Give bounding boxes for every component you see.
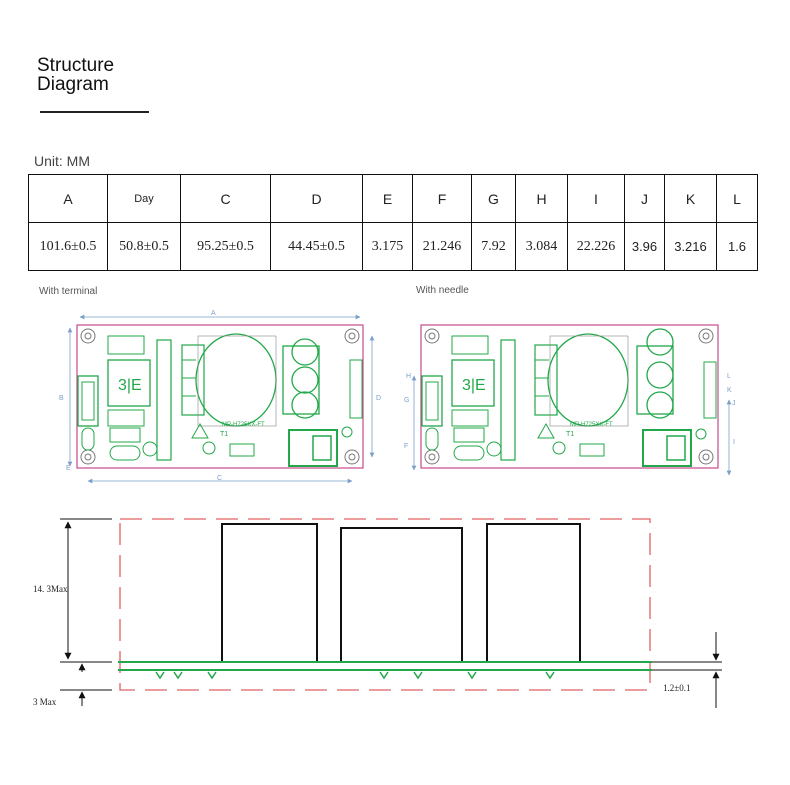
mount-hole (698, 449, 714, 465)
dim-label-b: B (59, 395, 64, 402)
component-block (486, 523, 581, 663)
title-underline (40, 111, 149, 113)
unit-label: Unit: MM (34, 153, 90, 169)
heatsink (500, 339, 516, 461)
board-outline (76, 324, 364, 469)
fuse (81, 427, 95, 451)
dim-label-g: G (404, 397, 409, 404)
output-capacitor (646, 328, 674, 356)
common-mode-choke (107, 359, 151, 407)
page-title: Structure Diagram (37, 56, 114, 94)
input-connector (77, 375, 99, 427)
caption-with-terminal: With terminal (39, 286, 98, 297)
solder-leads (155, 671, 555, 680)
value-cell: 1.6 (716, 222, 758, 271)
heatsink (156, 339, 172, 461)
filter-inductor (109, 427, 141, 443)
svg-text:3|E: 3|E (462, 377, 486, 394)
output-capacitor (646, 391, 674, 419)
common-mode-choke (451, 359, 495, 407)
header-cell: A (28, 174, 108, 223)
component-block (340, 527, 463, 663)
dim-label-l: L (727, 373, 731, 380)
model-label: MP-H725XX-FT (222, 422, 265, 428)
warning-triangle-icon (537, 422, 555, 439)
dim-label-e: E (66, 465, 71, 472)
side-view: 14. 3Max 3 Max 1.2±0.1 (33, 518, 722, 708)
title-line-2: Diagram (37, 74, 109, 95)
thickness-label: 1.2±0.1 (663, 683, 690, 693)
dim-label-f: F (404, 443, 408, 450)
transformer-core (195, 333, 277, 427)
output-terminal (288, 429, 338, 467)
mount-hole (80, 328, 96, 344)
input-pins (421, 375, 443, 427)
output-capacitor (291, 366, 319, 394)
mount-hole (344, 449, 360, 465)
value-cell: 22.226 (567, 222, 625, 271)
header-cell: G (471, 174, 516, 223)
dimension-table: A Day C D E F G H I J K L 101.6±0.5 50.8… (28, 174, 758, 271)
output-terminal (642, 429, 692, 467)
output-capacitor (646, 361, 674, 389)
pcb-board-left: 3|E T1 MP-H725XX-FT A B (59, 310, 381, 484)
value-cell: 95.25±0.5 (180, 222, 271, 271)
dim-label-c: C (217, 475, 222, 482)
value-cell: 3.084 (515, 222, 568, 271)
mosfet (181, 344, 205, 416)
mount-hole (424, 328, 440, 344)
mosfet (534, 344, 558, 416)
header-cell: H (515, 174, 568, 223)
output-pins (703, 361, 717, 419)
title-line-1: Structure (37, 55, 115, 76)
dim-label-k: K (727, 387, 732, 394)
board-outline (420, 324, 719, 469)
x-capacitor (451, 409, 489, 427)
output-capacitor (291, 338, 319, 366)
mount-hole (698, 328, 714, 344)
table-value-row: 101.6±0.5 50.8±0.5 95.25±0.5 44.45±0.5 3… (28, 222, 758, 271)
pcb-board-right: 3|E T1 MP-H725XX-FT H G F L K J (404, 324, 736, 476)
mount-hole (80, 449, 96, 465)
model-label: MP-H725XX-FT (570, 422, 613, 428)
warning-triangle-icon (191, 422, 209, 439)
fuse (425, 427, 439, 451)
dim-label-d: D (376, 395, 381, 402)
header-cell: Day (107, 174, 181, 223)
value-cell: 44.45±0.5 (270, 222, 363, 271)
x-capacitor (107, 409, 145, 427)
header-cell: L (716, 174, 758, 223)
x-capacitor (451, 335, 489, 355)
transformer-label: T1 (566, 431, 574, 438)
caption-with-needle: With needle (416, 285, 469, 296)
value-cell: 101.6±0.5 (28, 222, 108, 271)
value-cell: 3.96 (624, 222, 665, 271)
value-cell: 3.175 (362, 222, 413, 271)
mount-hole (344, 328, 360, 344)
output-capacitor (291, 391, 319, 419)
dim-label-j: J (732, 400, 736, 407)
component-block (221, 523, 318, 663)
value-cell: 50.8±0.5 (107, 222, 181, 271)
transformer-label: T1 (220, 431, 228, 438)
output-capacitor-block (636, 345, 674, 415)
bottom-clearance-label: 3 Max (33, 697, 57, 707)
mount-hole (424, 449, 440, 465)
value-cell: 7.92 (471, 222, 516, 271)
transformer-core (547, 333, 629, 427)
svg-text:3|E: 3|E (118, 377, 142, 394)
value-cell: 21.246 (412, 222, 472, 271)
output-capacitor-block (282, 345, 320, 415)
x-capacitor (107, 335, 145, 355)
table-header-row: A Day C D E F G H I J K L (28, 174, 758, 223)
dim-label-h: H (406, 373, 411, 380)
dim-label-a: A (211, 310, 216, 317)
dim-label-i: I (733, 439, 735, 446)
height-label: 14. 3Max (33, 584, 68, 594)
envelope-outline (119, 518, 651, 691)
